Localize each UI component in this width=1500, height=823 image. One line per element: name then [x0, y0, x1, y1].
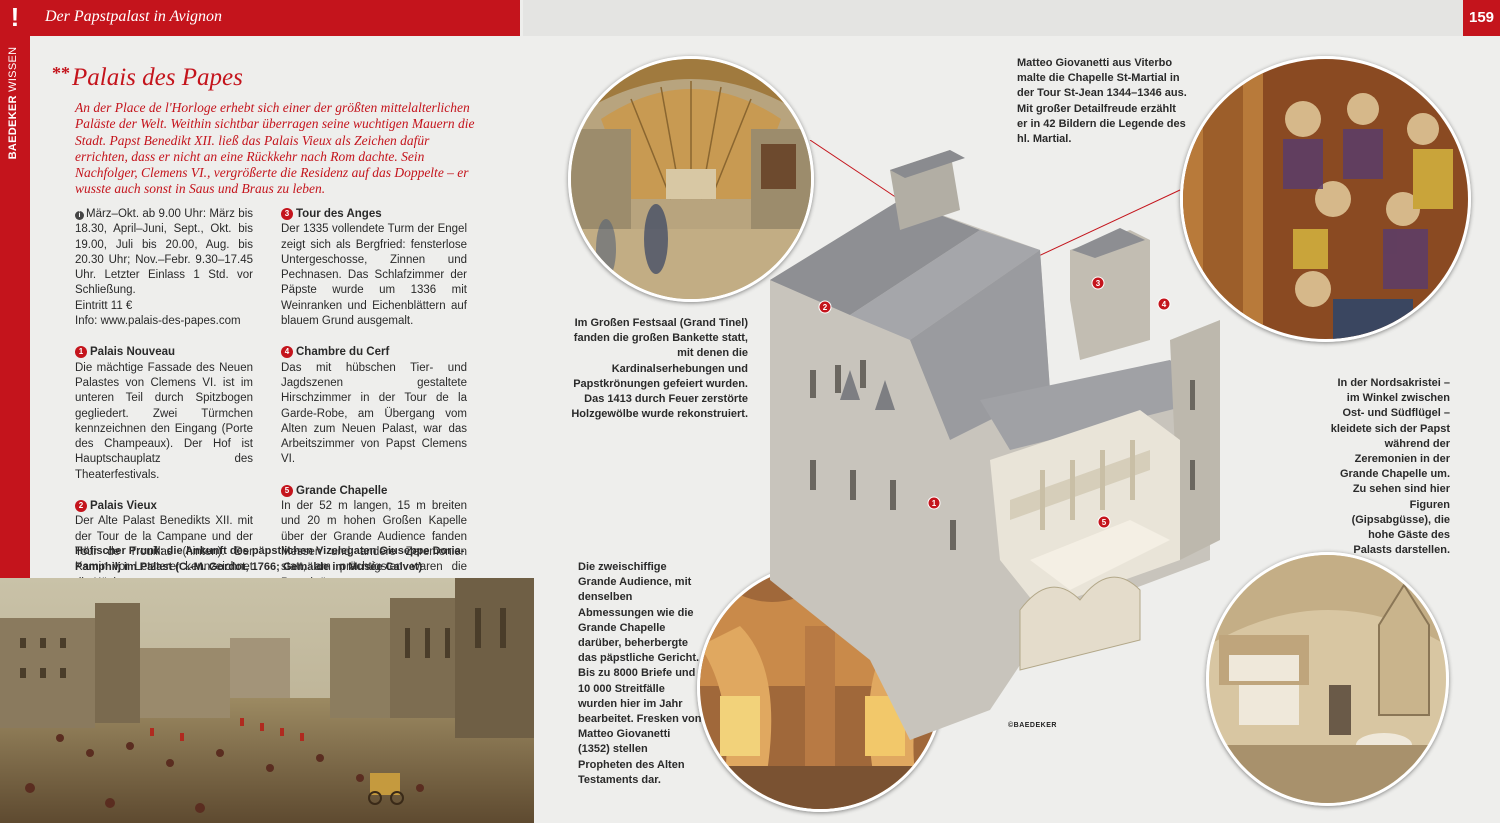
- section-text: Das mit hübschen Tier- und Jagdszenen ge…: [281, 361, 467, 466]
- article-title: **Palais des Papes: [52, 63, 243, 92]
- label-grande-audience: Die zweischiffige Grande Audience, mit d…: [578, 561, 702, 786]
- number-marker-icon: 1: [75, 346, 87, 359]
- header-bar-right: [523, 0, 1463, 36]
- number-marker-icon: 3: [281, 208, 293, 220]
- copyright-note: ©BAEDEKER: [1008, 722, 1057, 729]
- label-nordsakristei: In der Nordsakristei – im Winkel zwische…: [1330, 377, 1450, 557]
- section-title: Palais Vieux: [90, 500, 157, 513]
- marker-4: 4: [1162, 300, 1167, 309]
- opening-hours: März–Okt. ab 9.00 Uhr: März bis 18.30, A…: [75, 208, 253, 297]
- nordsakristei-photo: [1206, 552, 1449, 806]
- marker-2: 2: [823, 303, 828, 312]
- section-text: Der 1335 vollendete Turm der Engel zeigt…: [281, 223, 467, 328]
- side-strip: [0, 0, 30, 578]
- article-intro: An der Place de l'Horloge erhebt sich ei…: [75, 100, 475, 197]
- section-text: Die mächtige Fassade des Neuen Palastes …: [75, 361, 253, 481]
- section-title: Grande Chapelle: [296, 484, 388, 497]
- chapter-title: Der Papstpalast in Avignon: [45, 8, 223, 25]
- entry-fee: Eintritt 11 €: [75, 299, 133, 312]
- label-giovanetti: Matteo Giovanetti aus Viterbo malte die …: [1017, 57, 1187, 146]
- section-title: Chambre du Cerf: [296, 346, 390, 359]
- article-title-text: Palais des Papes: [72, 64, 243, 91]
- palace-cutaway-illustration: 2 3 4 1 5: [750, 139, 1220, 740]
- header-bar: [30, 0, 520, 36]
- section-title: Palais Nouveau: [90, 346, 176, 359]
- number-marker-icon: 5: [281, 484, 293, 497]
- exclamation-icon: !: [10, 2, 20, 32]
- marker-1: 1: [932, 499, 937, 508]
- painting-caption: Höfischer Prunk: die Ankunft des päpstli…: [75, 545, 465, 573]
- side-label-topic: WISSEN: [7, 46, 19, 92]
- section-text: Der Alte Palast Benedikts XII. mit der T…: [75, 515, 253, 588]
- marker-3: 3: [1096, 279, 1101, 288]
- label-grand-tinel: Im Großen Festsaal (Grand Tinel) fanden …: [571, 317, 748, 421]
- side-label-brand: BAEDEKER: [7, 95, 19, 160]
- section-title: Tour des Anges: [296, 208, 382, 220]
- painting-image: [0, 578, 534, 823]
- number-marker-icon: 4: [281, 346, 293, 359]
- number-marker-icon: 2: [75, 500, 87, 513]
- info-icon: i: [75, 211, 84, 220]
- marker-5: 5: [1102, 518, 1107, 527]
- fresco-photo: [1180, 56, 1471, 342]
- page-number: 159: [1463, 0, 1500, 36]
- website-link[interactable]: Info: www.palais-des-papes.com: [75, 315, 241, 328]
- star-rating: **: [52, 63, 70, 83]
- side-label: BAEDEKER WISSEN: [7, 13, 25, 193]
